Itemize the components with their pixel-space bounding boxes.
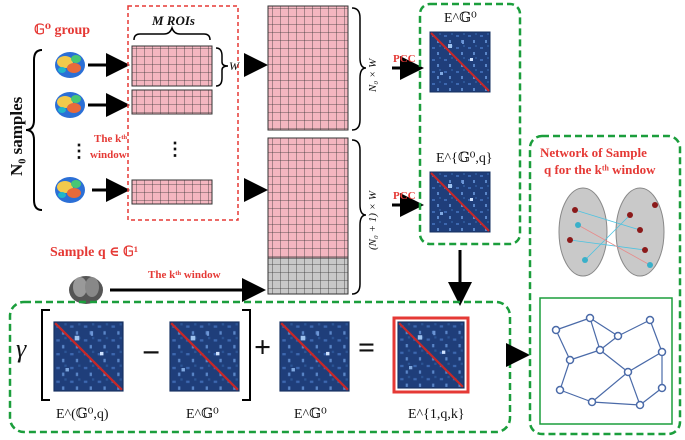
matrix-eg0-top [429,31,491,93]
group-title: 𝔾⁰ group [34,23,91,38]
graph-nodes [551,313,667,410]
equation-box [8,300,512,434]
network-box [528,134,682,436]
e-g0q-bottom-label: E^(𝔾⁰,q) [56,407,109,422]
e-g0-bottom2-label: E^𝔾⁰ [294,407,327,422]
kth-window-line-label: The kᵗʰ window [148,269,221,281]
sample-q-brain-icon [69,276,103,304]
brain-icon-3 [55,177,85,203]
graph-network [555,317,663,406]
equals-symbol: = [358,331,376,364]
roi-grid-3 [131,179,213,205]
plus-symbol: + [254,331,272,364]
matrix-eg0-bottom2 [278,320,351,393]
brain-icon-1 [55,52,85,78]
roi-grid-1 [131,45,213,87]
n0w-brace [351,7,367,131]
pcc-bottom-label: PCC [393,190,416,202]
right-bracket [242,309,251,401]
roi-window-box [127,5,239,221]
matrix-eg0q-top [429,171,491,233]
stacked-matrix-top [267,5,349,131]
matrix-e1qk [396,320,466,390]
w-label: W [229,59,239,73]
e-g0-top-label: E^𝔾⁰ [444,11,477,26]
minus-symbol: − [142,334,161,370]
matrix-eg0-bottom1 [168,320,241,393]
sample-q-label: Sample q ∈ 𝔾¹ [50,245,139,260]
kth-window-label-1: The kᵗʰ [94,133,128,145]
n0p1w-brace [351,139,367,295]
n0p1-x-w-label: (N₀ + 1) × W [367,191,379,250]
dots-left: ⋮ [70,141,88,161]
n0-samples-label: N₀ samples [7,96,26,176]
e-g0-bottom1-label: E^𝔾⁰ [186,407,219,422]
dots-middle: ⋮ [166,139,184,159]
stacked-matrix-bottom [267,137,349,259]
n0-x-w-label: N₀ × W [367,58,379,92]
network-title-1: Network of Sample [540,145,647,160]
pcc-top-label: PCC [393,53,416,65]
e1qk-label: E^{1,q,k} [408,407,465,422]
matrix-eg0q-bottom [52,320,125,393]
result-highlight [392,316,470,394]
n0-samples-brace [25,49,43,211]
e-g0q-top-label: E^{𝔾⁰,q} [436,151,493,166]
roi-grid-2 [131,89,213,115]
gamma-symbol: γ [16,334,27,363]
network-title-2: q for the kᵗʰ window [544,162,656,177]
m-rois-brace [133,25,211,41]
kth-window-label-2: window [90,149,127,161]
left-bracket [41,309,50,401]
stacked-matrix-gray-rows [267,257,349,295]
w-brace [215,47,229,87]
brain-icon-2 [55,92,85,118]
brain-network-render [558,187,665,277]
pcc-matrices-box [418,2,522,246]
m-rois-label: M ROIs [152,13,195,28]
